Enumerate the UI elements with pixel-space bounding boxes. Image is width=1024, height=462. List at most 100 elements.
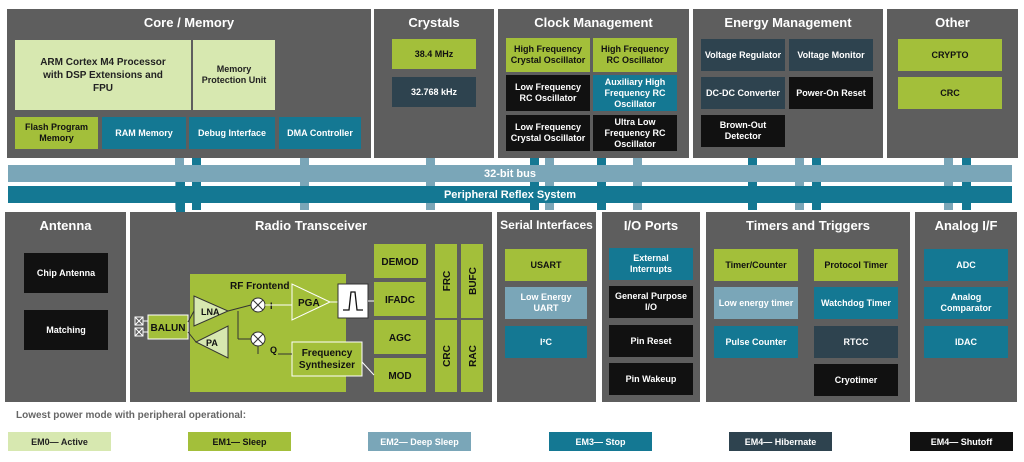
demod-label: DEMOD: [381, 257, 418, 268]
debug-block: Debug Interface: [189, 117, 275, 149]
crc-block: CRC: [898, 77, 1002, 109]
connector: [300, 158, 309, 210]
legend-em2: EM2— Deep Sleep: [368, 432, 471, 451]
auxhfrco-block: Auxiliary High Frequency RC Oscillator: [593, 75, 677, 111]
analog-if-panel: Analog I/F ADC Analog Comparator IDAC: [915, 212, 1017, 402]
core-memory-panel: Core / Memory ARM Cortex M4 Processor wi…: [7, 9, 371, 158]
hfxo-block: High Frequency Crystal Oscillator: [506, 38, 590, 72]
rac-label: RAC: [468, 345, 479, 367]
bufc-label: BUFC: [468, 267, 479, 295]
watchdog-block: Watchdog Timer: [814, 287, 898, 319]
crc-box: [435, 320, 457, 392]
lfrco-block: Low Frequency RC Oscillator: [506, 75, 590, 111]
connector: [597, 158, 606, 210]
crc-label: CRC: [442, 345, 453, 367]
pa-amplifier: [194, 325, 229, 359]
bod-block: Brown-Out Detector: [701, 115, 785, 147]
pin-reset-block: Pin Reset: [609, 325, 693, 357]
connector: [812, 158, 821, 210]
legend-em0: EM0— Active: [8, 432, 111, 451]
legend-em4-hibernate: EM4— Hibernate: [729, 432, 832, 451]
agc-box: [374, 320, 426, 354]
connector: [545, 158, 554, 210]
panel-title: Crystals: [408, 15, 460, 30]
connector: [530, 158, 539, 210]
usart-block: USART: [505, 249, 587, 281]
panel-title: Radio Transceiver: [255, 218, 367, 233]
panel-title: Clock Management: [534, 15, 653, 30]
panel-title: Timers and Triggers: [745, 218, 871, 233]
demod-box: [374, 244, 426, 278]
i2c-block: I²C: [505, 326, 587, 358]
frc-label: FRC: [442, 271, 453, 292]
protocol-timer-block: Protocol Timer: [814, 249, 898, 281]
prs-label: Peripheral Reflex System: [443, 188, 577, 201]
legend-em1: EM1— Sleep: [188, 432, 291, 451]
panel-title: Analog I/F: [934, 218, 998, 233]
crystals-panel: Crystals 38.4 MHz 32.768 kHz: [374, 9, 494, 158]
clock-management-panel: Clock Management High Frequency Crystal …: [498, 9, 689, 158]
mod-label: MOD: [388, 371, 411, 382]
pga-label: PGA: [298, 298, 320, 309]
other-panel: Other CRYPTO CRC: [887, 9, 1018, 158]
connector: [962, 158, 971, 210]
chip-antenna-block: Chip Antenna: [24, 253, 108, 293]
voltage-monitor-block: Voltage Monitor: [789, 39, 873, 71]
leuart-block: Low Energy UART: [505, 287, 587, 319]
timer-counter-block: Timer/Counter: [714, 249, 798, 281]
connector: [633, 158, 642, 210]
lfxo-block: Low Frequency Crystal Oscillator: [506, 115, 590, 151]
hf-crystal-block: 38.4 MHz: [392, 39, 476, 69]
lf-crystal-block: 32.768 kHz: [392, 77, 476, 107]
gpio-block: General Purpose I/O: [609, 286, 693, 318]
rtcc-block: RTCC: [814, 326, 898, 358]
balun-label: BALUN: [151, 323, 186, 334]
pin-wakeup-block: Pin Wakeup: [609, 363, 693, 395]
bufc-box: [461, 244, 483, 318]
panel-title: Energy Management: [724, 15, 852, 30]
io-ports-panel: I/O Ports External Interrupts General Pu…: [602, 212, 700, 402]
synth-label-1: Frequency: [302, 348, 353, 359]
pulse-counter-block: Pulse Counter: [714, 326, 798, 358]
panel-title: Antenna: [39, 218, 92, 233]
serial-interfaces-panel: Serial Interfaces USART Low Energy UART …: [497, 212, 596, 402]
panel-title: Serial Interfaces: [500, 218, 593, 232]
rac-box: [461, 320, 483, 392]
connector: [426, 158, 435, 210]
ram-block: RAM Memory: [102, 117, 186, 149]
rf-frontend-label: RF Frontend: [230, 281, 289, 292]
pa-label: PA: [206, 338, 218, 348]
lna-label: LNA: [201, 307, 220, 317]
external-interrupts-block: External Interrupts: [609, 248, 693, 280]
mpu-block: Memory Protection Unit: [193, 40, 275, 110]
panel-title: I/O Ports: [623, 218, 679, 233]
panel-title: Other: [935, 15, 970, 30]
bus-32bit-label: 32-bit bus: [484, 167, 536, 180]
synth-label-2: Synthesizer: [299, 360, 355, 371]
balun-box: [147, 314, 189, 340]
legend-em3: EM3— Stop: [549, 432, 652, 451]
acmp-block: Analog Comparator: [924, 287, 1008, 319]
dcdc-block: DC-DC Converter: [701, 77, 785, 109]
adc-block: ADC: [924, 249, 1008, 281]
connector: [944, 158, 953, 210]
ifadc-label: IFADC: [385, 295, 415, 306]
connector: [192, 158, 201, 210]
legend-title: Lowest power mode with peripheral operat…: [16, 410, 247, 421]
hfrco-block: High Frequency RC Oscillator: [593, 38, 677, 72]
bus-32bit: 32-bit bus: [8, 165, 1012, 182]
agc-label: AGC: [389, 333, 411, 344]
filter-box: [337, 283, 369, 319]
por-block: Power-On Reset: [789, 77, 873, 109]
synth-box: [291, 341, 363, 377]
timers-triggers-panel: Timers and Triggers Timer/Counter Protoc…: [706, 212, 910, 402]
connector: [795, 158, 804, 210]
letimer-block: Low energy timer: [714, 287, 798, 319]
i-label: I: [270, 301, 273, 311]
ifadc-box: [374, 282, 426, 316]
idac-block: IDAC: [924, 326, 1008, 358]
peripheral-reflex-system: Peripheral Reflex System: [8, 186, 1012, 203]
energy-management-panel: Energy Management Voltage Regulator Volt…: [693, 9, 883, 158]
radio-transceiver-panel: Radio Transceiver RF Frontend BALUN LNA …: [130, 212, 492, 402]
pga-amplifier: [291, 283, 332, 321]
